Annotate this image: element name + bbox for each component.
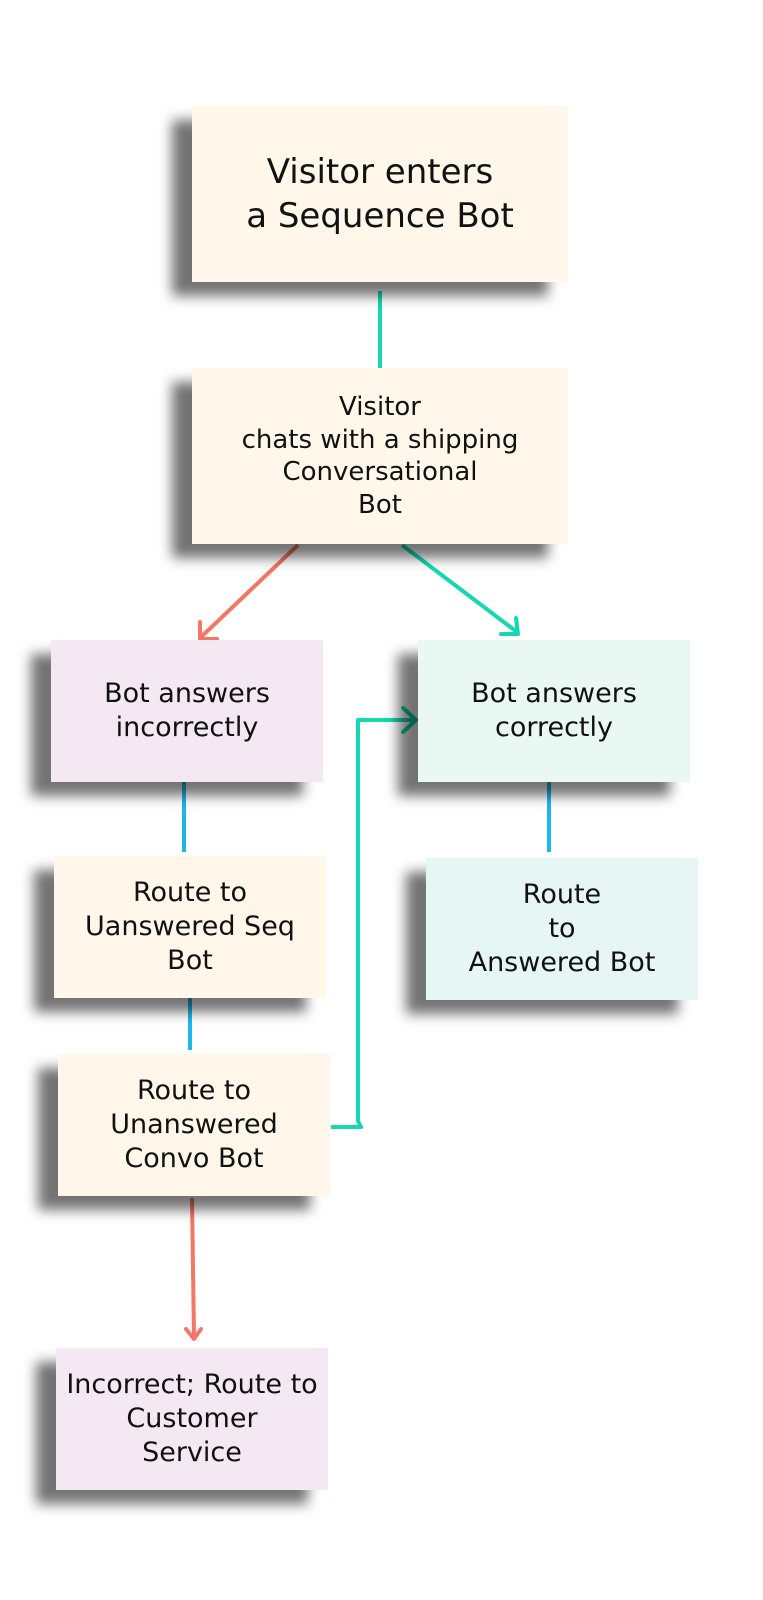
node-bot-answers-incorrectly: Bot answers incorrectly bbox=[51, 640, 323, 782]
node-label: Route to Uanswered Seq Bot bbox=[85, 877, 295, 976]
edge-unconvo-to-cs bbox=[184, 1197, 203, 1341]
node-label: Bot answers correctly bbox=[471, 678, 637, 743]
edge-chat-to-incorrect bbox=[198, 543, 300, 641]
node-bot-answers-correctly: Bot answers correctly bbox=[418, 640, 690, 782]
node-route-answered-bot: Route to Answered Bot bbox=[426, 858, 698, 1000]
edge-chat-to-correct bbox=[400, 543, 520, 636]
node-route-customer-service: Incorrect; Route to Customer Service bbox=[56, 1348, 328, 1490]
node-visitor-chats-with-bot: Visitor chats with a shipping Conversati… bbox=[192, 368, 568, 544]
node-label: Incorrect; Route to Customer Service bbox=[66, 1369, 318, 1468]
node-route-unanswered-seq-bot: Route to Uanswered Seq Bot bbox=[54, 856, 326, 998]
node-visitor-enters-sequence-bot: Visitor enters a Sequence Bot bbox=[192, 106, 568, 282]
node-label: Route to Answered Bot bbox=[468, 879, 656, 978]
node-label: Visitor chats with a shipping Conversati… bbox=[241, 392, 519, 520]
edge-unconvo-to-correct bbox=[331, 706, 418, 1129]
node-label: Visitor enters a Sequence Bot bbox=[246, 151, 514, 236]
node-route-unanswered-convo-bot: Route to Unanswered Convo Bot bbox=[58, 1054, 330, 1196]
node-label: Route to Unanswered Convo Bot bbox=[110, 1075, 278, 1174]
node-label: Bot answers incorrectly bbox=[104, 678, 270, 743]
